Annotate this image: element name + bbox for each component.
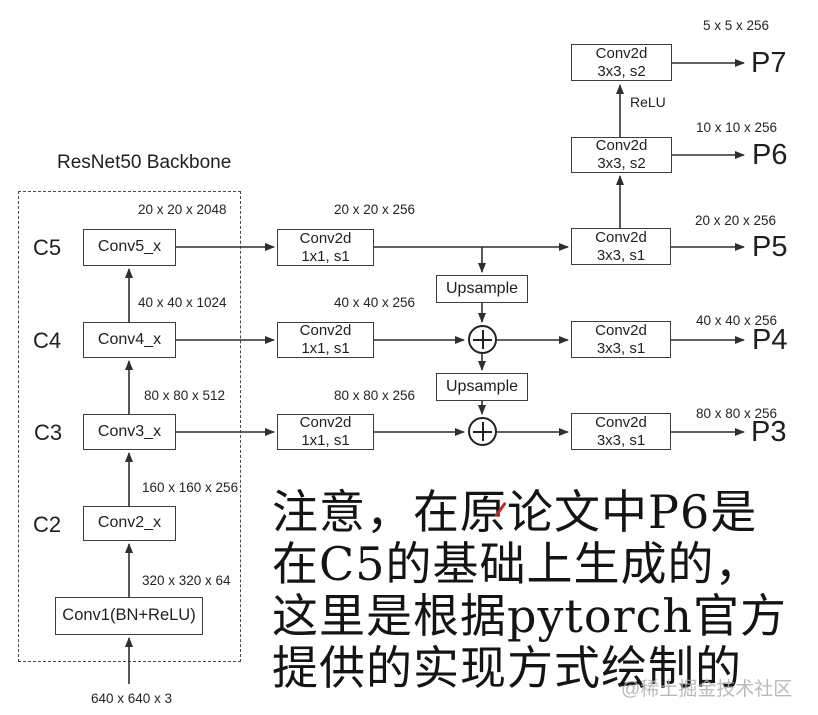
conv3x-box: Conv3_x [83,414,176,450]
stage-label-c5: C5 [33,235,62,260]
lateral-conv-c3-box: Conv2d 1x1, s1 [277,414,374,450]
stage-label-c2: C2 [33,512,62,537]
backbone-title: ResNet50 Backbone [57,152,232,173]
dim-c5: 20 x 20 x 2048 [138,202,227,217]
head-conv-p6-box: Conv2d 3x3, s2 [571,137,672,173]
dim-c4: 40 x 40 x 1024 [138,295,227,310]
add-icon [468,325,497,354]
dim-c3: 80 x 80 x 512 [144,388,226,403]
conv1-stem-box: Conv1(BN+ReLU) [55,597,203,635]
output-label-p4: P4 [752,324,788,356]
output-label-p6: P6 [752,139,788,171]
head-conv-p5-box: Conv2d 3x3, s1 [571,228,671,265]
output-label-p5: P5 [752,231,788,263]
relu-label: ReLU [630,94,666,110]
dim-p7: 5 x 5 x 256 [703,18,770,33]
dim-p4: 40 x 40 x 256 [696,313,778,328]
dim-p6: 10 x 10 x 256 [696,120,778,135]
head-conv-p7-box: Conv2d 3x3, s2 [571,44,672,81]
note-line-1: 注意，在原论文中P6是 [272,485,758,539]
conv5x-box: Conv5_x [83,229,176,266]
dim-p5: 20 x 20 x 256 [695,213,777,228]
conv4x-box: Conv4_x [83,322,176,358]
note-line-4: 提供的实现方式绘制的 [272,641,742,695]
watermark: @稀土掘金技术社区 [621,679,793,700]
chinese-note: 注意，在原论文中P6是 在C5的基础上生成的， 这里是根据pytorch官方 提… [272,486,787,694]
stage-label-c3: C3 [34,420,63,445]
lateral-conv-c4-box: Conv2d 1x1, s1 [277,322,374,358]
conv2x-box: Conv2_x [83,506,176,541]
dim-c2: 160 x 160 x 256 [142,480,239,495]
head-conv-p4-box: Conv2d 3x3, s1 [571,321,671,358]
dim-input: 640 x 640 x 3 [91,691,173,706]
output-label-p3: P3 [751,416,787,448]
dim-lateral-c3: 80 x 80 x 256 [334,388,416,403]
dim-stem: 320 x 320 x 64 [142,573,231,588]
upsample-box-2: Upsample [436,373,528,401]
note-line-3: 这里是根据pytorch官方 [272,589,787,643]
stage-label-c4: C4 [33,328,62,353]
upsample-box-1: Upsample [436,275,528,303]
head-conv-p3-box: Conv2d 3x3, s1 [571,413,671,450]
lateral-conv-c5-box: Conv2d 1x1, s1 [277,229,374,266]
dim-lateral-c5: 20 x 20 x 256 [334,202,416,217]
dim-p3: 80 x 80 x 256 [696,406,778,421]
dim-lateral-c4: 40 x 40 x 256 [334,295,416,310]
output-label-p7: P7 [751,47,787,79]
note-line-2: 在C5的基础上生成的， [272,537,762,591]
add-icon [468,417,497,446]
